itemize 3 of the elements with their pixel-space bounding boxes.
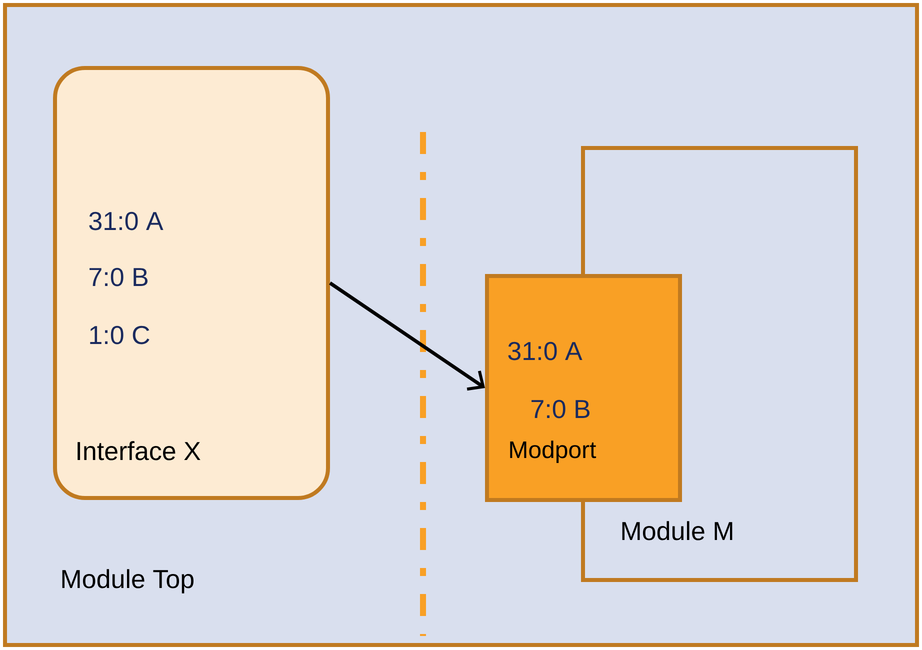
arrow xyxy=(329,282,485,391)
modport-box: 31:0 A 7:0 B Modport xyxy=(485,274,682,502)
interface-box: 31:0 A 7:0 B 1:0 C Interface X xyxy=(53,66,330,500)
